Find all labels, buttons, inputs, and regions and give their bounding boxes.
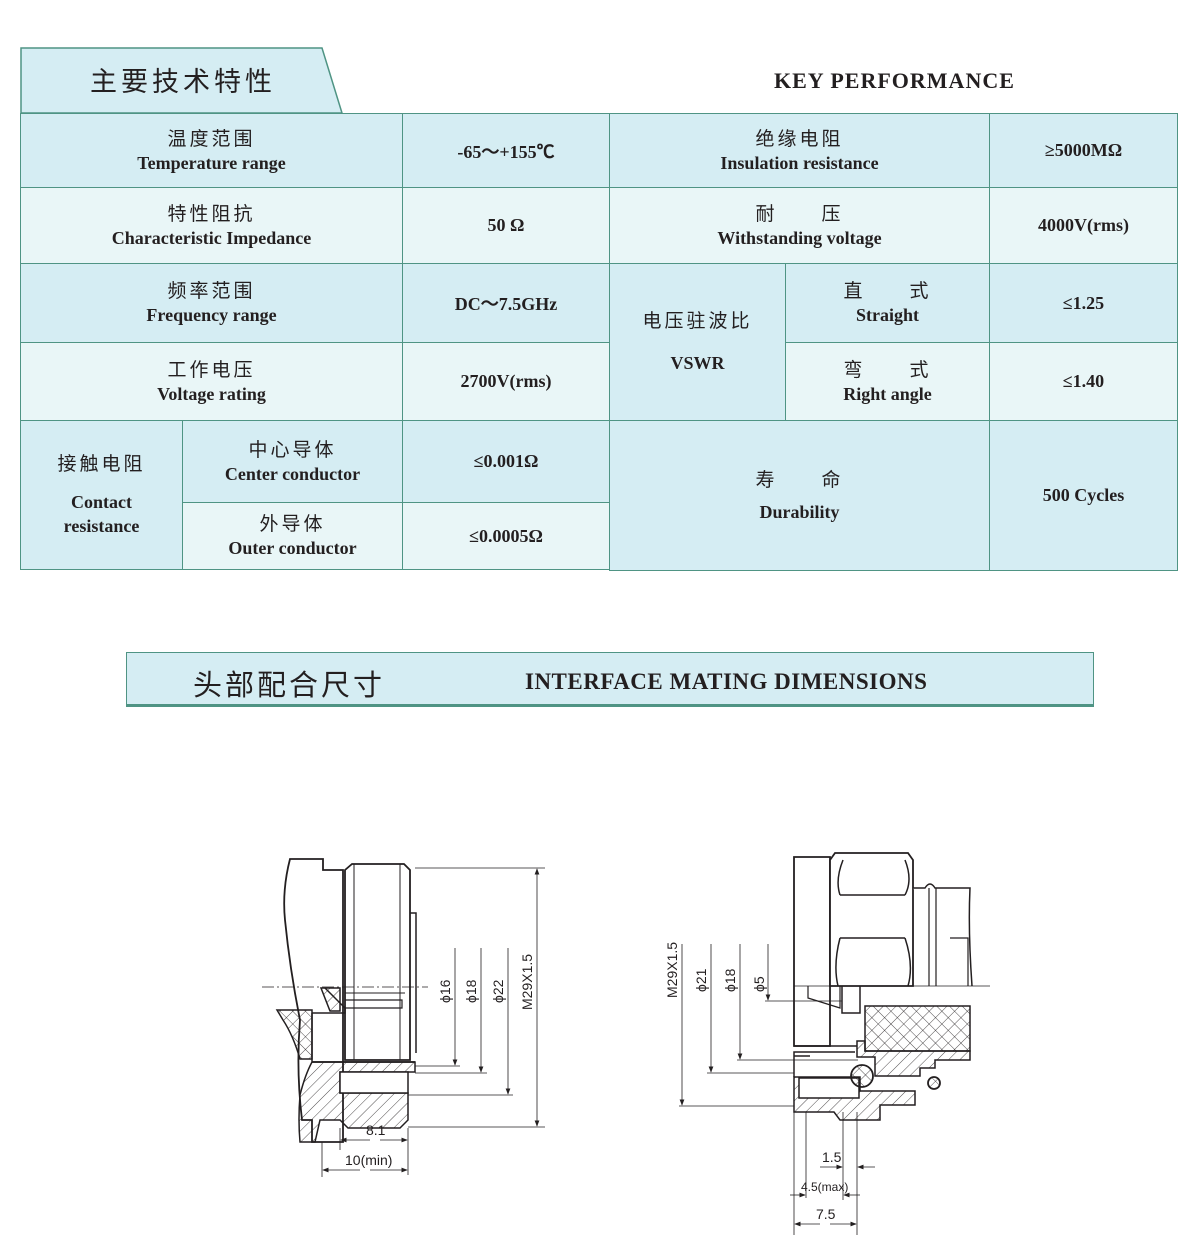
label-en: Withstanding voltage: [717, 227, 882, 248]
dim-label-7-5: 7.5: [816, 1206, 836, 1222]
row-voltage-rating-label: 工作电压 Voltage rating: [20, 342, 403, 421]
dim-label-m29: M29X1.5: [519, 954, 535, 1010]
section-title-cn: 主要技术特性: [90, 67, 276, 98]
row-outer-conductor-label: 外导体 Outer conductor: [182, 502, 403, 570]
dim-label-m29: M29X1.5: [664, 942, 680, 998]
section-title-en: KEY PERFORMANCE: [774, 68, 1015, 93]
value: 4000V(rms): [1038, 215, 1129, 235]
row-vswr-right-angle-label: 弯 式 Right angle: [785, 342, 990, 421]
row-temperature-value: -65～+155℃: [402, 113, 610, 188]
row-vswr-straight-label: 直 式 Straight: [785, 263, 990, 343]
key-performance-tab: 主要技术特性: [20, 47, 345, 114]
dim-label-8-1: 8.1: [366, 1122, 386, 1138]
row-center-conductor-value: ≤0.001Ω: [402, 420, 610, 503]
value: ≤1.25: [1062, 292, 1105, 313]
dim-label-1-5: 1.5: [822, 1149, 842, 1165]
row-frequency-label: 频率范围 Frequency range: [20, 263, 403, 343]
label-cn: 中心导体: [248, 438, 337, 461]
spec-table: 温度范围 Temperature range -65～+155℃ 特性阻抗 Ch…: [20, 113, 1178, 571]
section-title-cn: 头部配合尺寸: [193, 668, 386, 702]
value: 2700V(rms): [460, 371, 552, 391]
label-en: Voltage rating: [157, 383, 266, 404]
label-en: Right angle: [843, 383, 932, 404]
row-temperature-label: 温度范围 Temperature range: [20, 113, 403, 188]
row-frequency-value: DC～7.5GHz: [402, 263, 610, 343]
row-insulation-value: ≥5000MΩ: [989, 113, 1178, 188]
value: DC～7.5GHz: [454, 294, 558, 314]
value: ≤0.001Ω: [473, 451, 539, 471]
dim-label-phi18: ϕ18: [722, 968, 738, 992]
left-dimensions: [321, 867, 545, 1177]
label-en-line1: Contact: [71, 492, 132, 512]
dim-label-phi22: ϕ22: [490, 979, 506, 1003]
row-vswr-straight-value: ≤1.25: [989, 263, 1178, 343]
label-en: Outer conductor: [228, 538, 357, 558]
row-durability-value: 500 Cycles: [989, 420, 1178, 571]
section-title-en: INTERFACE MATING DIMENSIONS: [525, 669, 928, 694]
value: ≤1.40: [1062, 371, 1105, 391]
interface-dimensions-header: 头部配合尺寸 INTERFACE MATING DIMENSIONS: [126, 652, 1094, 707]
label-cn: 工作电压: [167, 358, 256, 381]
dim-label-phi18: ϕ18: [463, 979, 479, 1003]
dim-label-10min: 10(min): [345, 1152, 392, 1168]
label-en: Straight: [856, 305, 919, 325]
row-withstanding-label: 耐 压 Withstanding voltage: [609, 187, 990, 264]
label-en: Durability: [759, 501, 840, 522]
label-en-line2: resistance: [63, 516, 140, 536]
row-impedance-value: 50 Ω: [402, 187, 610, 264]
label-cn: 频率范围: [167, 280, 256, 302]
label-en: Temperature range: [137, 152, 286, 173]
row-withstanding-value: 4000V(rms): [989, 187, 1178, 264]
label-en: Characteristic Impedance: [111, 227, 312, 248]
dim-label-phi5: ϕ5: [751, 976, 767, 992]
value: 50 Ω: [487, 215, 525, 235]
right-dimensions: [679, 944, 875, 1235]
label-en: Frequency range: [146, 305, 277, 325]
row-voltage-rating-value: 2700V(rms): [402, 342, 610, 421]
label-cn: 特性阻抗: [167, 202, 256, 225]
value: -65～+155℃: [457, 141, 555, 162]
dim-label-4-5max: 4.5(max): [801, 1180, 848, 1194]
label-cn: 寿 命: [755, 468, 844, 491]
row-vswr-right-angle-value: ≤1.40: [989, 342, 1178, 421]
value: ≤0.0005Ω: [469, 525, 543, 546]
row-insulation-label: 绝缘电阻 Insulation resistance: [609, 113, 990, 188]
row-vswr-label: 电压驻波比 VSWR: [609, 263, 786, 421]
value: 500 Cycles: [1042, 485, 1125, 505]
label-cn: 直 式: [843, 280, 932, 302]
dim-label-phi16: ϕ16: [437, 979, 453, 1003]
label-en: Center conductor: [224, 463, 361, 484]
row-impedance-label: 特性阻抗 Characteristic Impedance: [20, 187, 403, 264]
label-cn: 绝缘电阻: [755, 127, 844, 150]
row-contact-resistance-label: 接触电阻 Contact resistance: [20, 420, 183, 570]
row-outer-conductor-value: ≤0.0005Ω: [402, 502, 610, 570]
label-cn: 外导体: [259, 513, 326, 535]
left-connector-drawing: [262, 858, 428, 1143]
dim-label-phi21: ϕ21: [693, 968, 709, 992]
label-cn: 温度范围: [167, 127, 256, 150]
mating-drawings: ϕ16 ϕ18 ϕ22 M29X1.5 8.1 10(min): [262, 852, 990, 1235]
label-cn: 耐 压: [755, 202, 844, 225]
right-connector-drawing: [793, 852, 990, 1121]
label-en: VSWR: [670, 353, 725, 373]
label-cn: 电压驻波比: [642, 310, 753, 332]
label-cn: 弯 式: [843, 358, 932, 381]
label-en: Insulation resistance: [720, 152, 879, 173]
label-cn: 接触电阻: [57, 453, 146, 475]
value: ≥5000MΩ: [1044, 140, 1123, 160]
row-center-conductor-label: 中心导体 Center conductor: [182, 420, 403, 503]
row-durability-label: 寿 命 Durability: [609, 420, 990, 571]
